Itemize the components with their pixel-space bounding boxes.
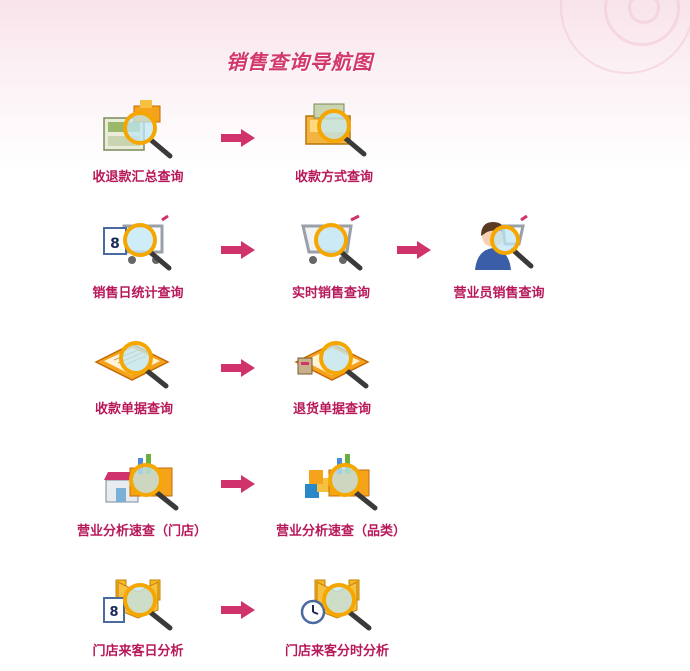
arrow-right-icon [221,129,255,147]
category-blocks-magnifier-icon [305,454,378,511]
svg-text:8: 8 [110,236,120,252]
arrow-right-icon [221,359,255,377]
arrow-right-icon [221,601,255,619]
nav-item-realtime-sales[interactable]: 实时销售查询 [241,212,421,301]
shopping-cart-magnifier-icon [301,214,363,271]
nav-item-label: 收退款汇总查询 [92,170,184,185]
nav-item-label: 营业员销售查询 [453,286,545,301]
nav-item-receipt-documents[interactable]: 收款单据查询 [44,328,224,417]
nav-item-store-analysis[interactable]: 营业分析速查（门店） [52,450,232,539]
arrow-right-icon [397,241,431,259]
nav-item-category-analysis[interactable]: 营业分析速查（品类） [251,450,431,539]
nav-item-label: 收款单据查询 [94,402,173,417]
nav-item-return-documents[interactable]: 退货单据查询 [242,328,422,417]
nav-item-salesperson-sales[interactable]: 营业员销售查询 [409,212,589,301]
salesperson-magnifier-icon [475,214,534,270]
money-register-magnifier-icon [103,100,173,159]
nav-item-label: 实时销售查询 [291,286,370,301]
cash-box-magnifier-icon [305,103,367,157]
nav-item-label: 营业分析速查（门店） [76,524,207,539]
nav-item-label: 门店来客分时分析 [284,644,389,659]
nav-item-daily-sales[interactable]: 8 销售日统计查询 [48,212,228,301]
nav-item-customer-daily[interactable]: 8 门店来客日分析 [48,570,228,659]
customer-clock-magnifier-icon [300,579,372,631]
decorative-ring [560,0,690,74]
page-title: 销售查询导航图 [226,50,373,74]
nav-item-label: 销售日统计查询 [92,286,184,301]
nav-item-refund-summary[interactable]: 收退款汇总查询 [48,96,228,185]
store-chart-magnifier-icon [104,454,179,511]
nav-item-label: 退货单据查询 [292,402,371,417]
arrow-right-icon [221,475,255,493]
customer-calendar-magnifier-icon: 8 [103,579,173,631]
arrow-right-icon [221,241,255,259]
nav-item-label: 营业分析速查（品类） [275,524,406,539]
nav-item-payment-method[interactable]: 收款方式查询 [244,96,424,185]
nav-item-label: 门店来客日分析 [92,644,184,659]
nav-item-customer-hourly[interactable]: 门店来客分时分析 [247,570,427,659]
return-receipt-magnifier-icon [294,341,370,389]
calendar-cart-magnifier-icon: 8 [103,214,172,271]
svg-text:8: 8 [109,605,118,620]
nav-item-label: 收款方式查询 [294,170,373,185]
receipt-tray-magnifier-icon [94,341,170,389]
